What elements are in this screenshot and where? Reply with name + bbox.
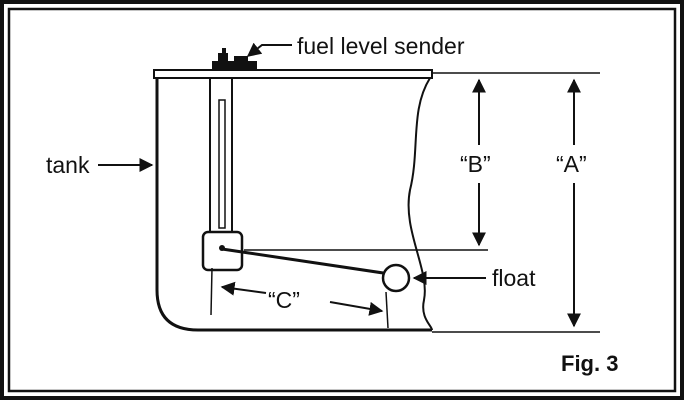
figure-label: Fig. 3 (561, 351, 618, 376)
sender-tube (209, 77, 233, 239)
sender-leader-arrow (246, 42, 292, 57)
dimension-a-label: “A” (556, 151, 587, 177)
dimension-c-arrow (210, 267, 389, 329)
dimension-c-label: “C” (268, 287, 300, 313)
dimension-reference-lines (244, 72, 600, 333)
sender-mount-icon (212, 48, 257, 71)
dimension-b-label: “B” (460, 151, 491, 177)
float-ball-icon (381, 263, 411, 293)
float-label: float (492, 265, 536, 291)
tank-label: tank (46, 152, 90, 178)
float-arm (221, 247, 391, 276)
tank-body (153, 69, 433, 332)
sender-label: fuel level sender (297, 33, 465, 59)
